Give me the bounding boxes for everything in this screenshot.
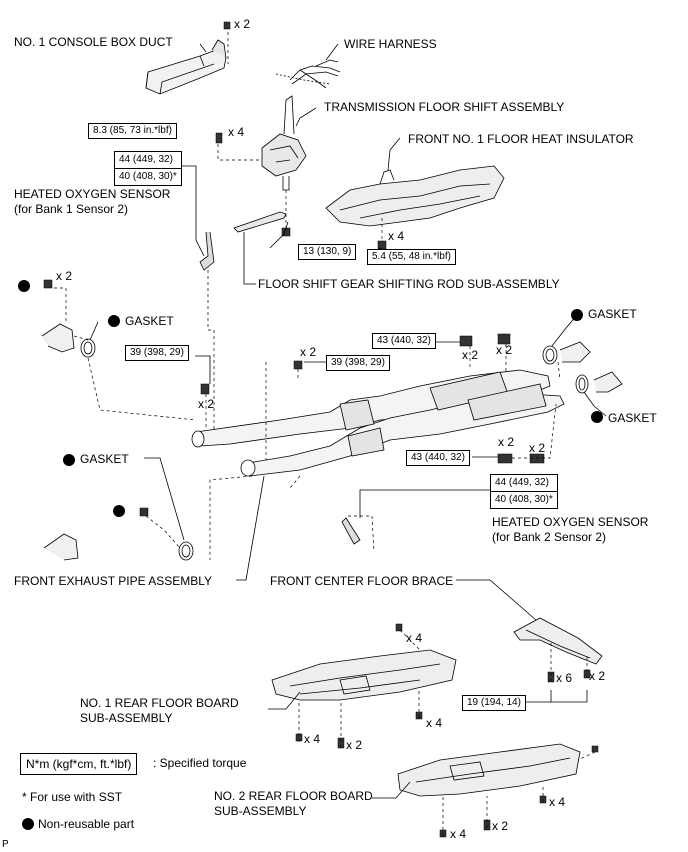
qty-board1-left-nuts: x 4: [304, 732, 321, 746]
torque-insulator: 5.4 (55, 48 in.*lbf): [367, 249, 456, 265]
torque-brace: 19 (194, 14): [462, 695, 526, 711]
label-rear-board2-line2: SUB-ASSEMBLY: [214, 804, 307, 818]
label-wire-harness: WIRE HARNESS: [344, 37, 437, 51]
label-center-brace: FRONT CENTER FLOOR BRACE: [270, 574, 454, 588]
qty-insulator-nuts: x 4: [388, 229, 405, 243]
label-o2-bank1-line2: (for Bank 1 Sensor 2): [14, 202, 129, 216]
label-heat-insulator: FRONT NO. 1 FLOOR HEAT INSULATOR: [408, 132, 634, 146]
qty-rear-bolts-lower-b: x 2: [529, 441, 546, 455]
label-console-duct: NO. 1 CONSOLE BOX DUCT: [14, 35, 173, 49]
qty-board2-center-bolts: x 2: [492, 819, 509, 833]
torque-shift-rod: 13 (130, 9): [298, 244, 357, 260]
torque-o2-bank2-sst: 40 (408, 30)*: [491, 491, 557, 508]
label-rear-board2-line1: NO. 2 REAR FLOOR BOARD: [214, 789, 373, 803]
legend-nonreusable-text: Non-reusable part: [38, 817, 135, 831]
rear-floor-board-2-part: [397, 743, 581, 797]
qty-left-nuts: x 2: [56, 269, 73, 283]
torque-front-bolts-center: 39 (398, 29): [326, 355, 390, 371]
legend-torque-desc: : Specified torque: [153, 756, 247, 770]
torque-rear-bolts-upper: 43 (440, 32): [372, 333, 436, 349]
qty-brace-bolts: x 6: [556, 671, 573, 685]
qty-brace-nuts: x 2: [589, 669, 606, 683]
console-duct-part: [145, 39, 227, 95]
qty-board2-left-nuts: x 4: [450, 827, 467, 841]
oxygen-sensor-bank2-part: [341, 517, 361, 545]
wire-harness-part: [275, 59, 341, 89]
torque-o2-bank1-normal: 44 (449, 32): [119, 154, 173, 165]
nonreusable-marker-nut-left: [18, 280, 30, 292]
label-gasket-upper-left: GASKET: [125, 314, 174, 328]
qty-shift-bolts: x 4: [228, 125, 245, 139]
legend-sst-note: * For use with SST: [22, 790, 123, 804]
torque-o2-bank2: 44 (449, 32) 40 (408, 30)*: [490, 474, 558, 509]
qty-rear-bolts-lower-a: x 2: [498, 435, 515, 449]
center-brace-part: [513, 617, 603, 665]
torque-shift-bolts: 8.3 (85, 73 in.*lbf): [88, 123, 177, 139]
nonreusable-marker-gasket-lower: [63, 454, 75, 466]
qty-board1-top-bolts: x 4: [406, 631, 423, 645]
label-o2-bank2-line1: HEATED OXYGEN SENSOR: [492, 515, 649, 529]
oxygen-sensor-bank1-part: [199, 231, 215, 271]
legend-nonreusable-marker: [22, 818, 34, 830]
nonreusable-marker-gasket-right-bottom: [591, 411, 603, 423]
shift-rod-part: [233, 211, 287, 233]
qty-front-bolts-left: x 2: [198, 397, 215, 411]
left-manifold-part: [41, 323, 79, 561]
label-gasket-right-top: GASKET: [588, 307, 637, 321]
label-rear-board1-line2: SUB-ASSEMBLY: [80, 711, 173, 725]
label-o2-bank2-line2: (for Bank 2 Sensor 2): [492, 530, 607, 544]
label-rear-board1-line1: NO. 1 REAR FLOOR BOARD: [80, 696, 239, 710]
label-front-exhaust: FRONT EXHAUST PIPE ASSEMBLY: [14, 574, 213, 588]
shift-assembly-part: [261, 95, 307, 191]
label-shift-rod: FLOOR SHIFT GEAR SHIFTING ROD SUB-ASSEMB…: [258, 277, 560, 291]
qty-board1-center-bolts: x 2: [346, 738, 363, 752]
qty-board1-right-bolts: x 4: [426, 716, 443, 730]
qty-rear-bolts-upper-a: x 2: [462, 348, 479, 362]
nonreusable-marker-gasket-upper: [108, 315, 120, 327]
qty-board2-right-nuts: x 4: [549, 795, 566, 809]
label-gasket-right-bottom: GASKET: [608, 411, 657, 425]
torque-o2-bank1-sst: 40 (408, 30)*: [115, 168, 181, 185]
qty-front-nuts-center: x 2: [300, 345, 317, 359]
label-trans-shift: TRANSMISSION FLOOR SHIFT ASSEMBLY: [324, 100, 565, 114]
page-marker: P: [2, 839, 9, 850]
nonreusable-marker-nut-lower: [113, 505, 125, 517]
label-o2-bank1-line1: HEATED OXYGEN SENSOR: [14, 187, 171, 201]
label-gasket-lower-left: GASKET: [80, 452, 129, 466]
rear-floor-board-1-part: [271, 649, 457, 701]
torque-front-bolts-left: 39 (398, 29): [125, 345, 189, 361]
torque-o2-bank1: 44 (449, 32) 40 (408, 30)*: [114, 151, 182, 186]
qty-rear-bolts-upper-b: x 2: [496, 343, 513, 357]
qty-duct-bolt: x 2: [234, 17, 251, 31]
nonreusable-marker-gasket-right-top: [571, 309, 583, 321]
torque-o2-bank2-normal: 44 (449, 32): [495, 477, 549, 488]
torque-rear-bolts-lower: 43 (440, 32): [406, 450, 470, 466]
front-exhaust-pipe-part: [191, 369, 565, 477]
heat-insulator-part: [325, 165, 505, 227]
legend-torque-box: N*m (kgf*cm, ft.*lbf): [20, 753, 138, 775]
